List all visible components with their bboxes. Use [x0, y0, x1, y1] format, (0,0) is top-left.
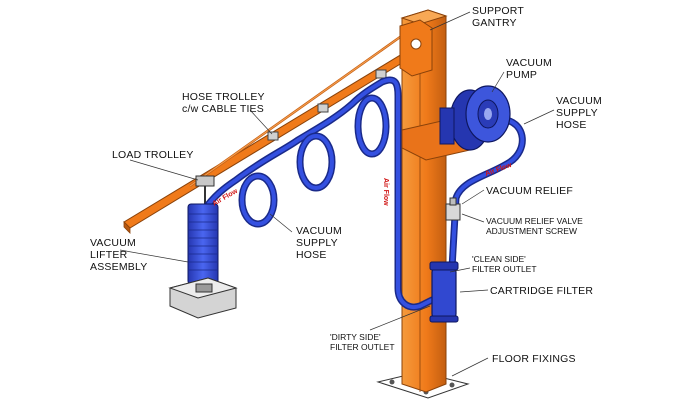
svg-text:HOSE: HOSE [556, 119, 587, 131]
dirty-side-label: 'DIRTY SIDE' FILTER OUTLET [330, 332, 395, 352]
svg-text:SUPPORT: SUPPORT [472, 5, 524, 17]
svg-text:HOSE TROLLEY: HOSE TROLLEY [182, 91, 265, 103]
svg-text:VACUUM: VACUUM [506, 57, 552, 69]
air-flow-pump-label: Air Flow [484, 162, 513, 178]
vacuum-supply-hose-right-label: VACUUM SUPPLY HOSE [556, 95, 602, 131]
clean-side-label: 'CLEAN SIDE' FILTER OUTLET [472, 254, 537, 274]
svg-text:SUPPLY: SUPPLY [556, 107, 598, 119]
cartridge-filter [429, 261, 459, 323]
svg-text:HOSE: HOSE [296, 249, 327, 261]
svg-text:'DIRTY SIDE': 'DIRTY SIDE' [330, 332, 381, 342]
vacuum-relief-valve-label: VACUUM RELIEF VALVE ADJUSTMENT SCREW [486, 216, 583, 236]
svg-text:VACUUM: VACUUM [90, 237, 136, 249]
vacuum-relief-label: VACUUM RELIEF [486, 185, 573, 197]
vacuum-relief-valve [445, 197, 461, 221]
svg-text:VACUUM: VACUUM [556, 95, 602, 107]
svg-text:c/w CABLE TIES: c/w CABLE TIES [182, 103, 264, 115]
vacuum-supply-hose-mid-label: VACUUM SUPPLY HOSE [296, 225, 342, 261]
svg-text:'CLEAN SIDE': 'CLEAN SIDE' [472, 254, 526, 264]
svg-text:PUMP: PUMP [506, 69, 537, 81]
svg-text:ASSEMBLY: ASSEMBLY [90, 261, 147, 273]
cartridge-filter-label: CARTRIDGE FILTER [490, 285, 593, 297]
vacuum-pump [439, 85, 511, 151]
svg-text:SUPPLY: SUPPLY [296, 237, 338, 249]
gantry-head [399, 19, 433, 77]
hose-trolley-label: HOSE TROLLEY c/w CABLE TIES [182, 91, 265, 115]
leader-lines [119, 11, 555, 377]
hose-trolleys [267, 69, 387, 141]
svg-text:FILTER OUTLET: FILTER OUTLET [472, 264, 537, 274]
svg-text:LIFTER: LIFTER [90, 249, 128, 261]
vacuum-lifter-assembly-label: VACUUM LIFTER ASSEMBLY [90, 237, 147, 273]
svg-text:VACUUM RELIEF VALVE: VACUUM RELIEF VALVE [486, 216, 583, 226]
svg-text:VACUUM: VACUUM [296, 225, 342, 237]
vacuum-hose [200, 76, 526, 311]
svg-text:FILTER OUTLET: FILTER OUTLET [330, 342, 395, 352]
support-gantry-label: SUPPORT GANTRY [472, 5, 524, 29]
load-trolley [195, 175, 215, 204]
floor-fixings-label: FLOOR FIXINGS [492, 353, 576, 365]
vacuum-lifter [168, 203, 238, 319]
vacuum-pump-label: VACUUM PUMP [506, 57, 552, 81]
svg-text:GANTRY: GANTRY [472, 17, 517, 29]
load-trolley-label: LOAD TROLLEY [112, 149, 194, 161]
air-flow-vertical-label: Air Flow [382, 178, 389, 206]
svg-text:ADJUSTMENT SCREW: ADJUSTMENT SCREW [486, 226, 577, 236]
